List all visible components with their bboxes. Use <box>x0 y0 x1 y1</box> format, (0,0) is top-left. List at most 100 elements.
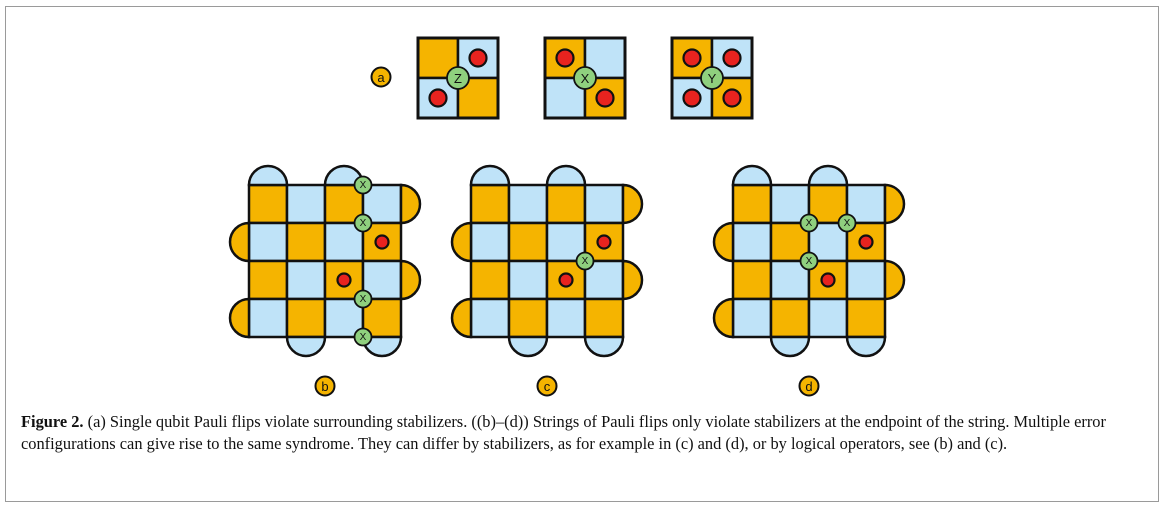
syndrome-dot <box>820 272 836 288</box>
caption-label: Figure 2. <box>21 412 84 431</box>
panel-label: b <box>314 375 336 397</box>
stabilizer-plaquette <box>731 259 773 301</box>
syndrome-dot <box>596 234 612 250</box>
syndrome-dot <box>374 234 390 250</box>
pauli-flip-marker: X <box>799 213 819 233</box>
tile-outline <box>416 36 500 120</box>
panel-label: a <box>370 66 392 88</box>
stabilizer-plaquette <box>583 183 625 225</box>
boundary-stabilizer <box>247 164 289 187</box>
boundary-stabilizer <box>450 221 473 263</box>
tile-outline <box>670 36 754 120</box>
syndrome-dot <box>682 88 702 108</box>
stabilizer-plaquette <box>285 259 327 301</box>
boundary-stabilizer <box>621 183 644 225</box>
stabilizer-plaquette <box>731 183 773 225</box>
panel-label-text: a <box>377 70 385 85</box>
stabilizer-plaquette <box>469 221 511 263</box>
stabilizer-plaquette <box>845 297 887 339</box>
panel-label-circle <box>798 375 820 397</box>
stabilizer-plaquette <box>507 183 549 225</box>
qubit-circle <box>446 66 470 90</box>
syndrome-dot <box>558 272 574 288</box>
stabilizer-plaquette <box>807 297 849 339</box>
panel-label-text: b <box>321 379 328 394</box>
stabilizer-plaquette <box>285 297 327 339</box>
pauli-flip-label: X <box>360 294 367 305</box>
pauli-flip-marker: X <box>353 213 373 233</box>
pauli-flip-label: X <box>806 218 813 229</box>
boundary-stabilizer <box>583 335 625 358</box>
pauli-flip-label: X <box>581 71 590 86</box>
pauli-flip-marker: X <box>353 289 373 309</box>
qubit-circle <box>837 213 857 233</box>
syndrome-dot <box>468 48 488 68</box>
stabilizer-plaquette <box>469 297 511 339</box>
stabilizer-plaquette <box>285 221 327 263</box>
qubit-circle <box>799 213 819 233</box>
qubit-circle <box>353 213 373 233</box>
stabilizer-plaquette <box>507 259 549 301</box>
pauli-flip-marker: X <box>575 251 595 271</box>
pauli-flip-marker: X <box>573 66 597 90</box>
stabilizer-plaquette <box>507 221 549 263</box>
figure-illustration: a Z X Y X X X Xb Xc X X Xd <box>228 36 906 397</box>
qubit-circle <box>799 251 819 271</box>
qubit-circle <box>700 66 724 90</box>
boundary-stabilizer <box>228 297 251 339</box>
boundary-stabilizer <box>883 183 906 225</box>
stabilizer-plaquette <box>845 259 887 301</box>
boundary-stabilizer <box>450 297 473 339</box>
pauli-flip-marker: X <box>353 175 373 195</box>
pauli-flip-label: X <box>582 256 589 267</box>
pauli-flip-label: X <box>360 332 367 343</box>
pauli-flip-label: X <box>360 180 367 191</box>
stabilizer-plaquette <box>247 259 289 301</box>
syndrome-dot <box>722 88 742 108</box>
boundary-stabilizer <box>712 221 735 263</box>
boundary-stabilizer <box>807 164 849 187</box>
pauli-flip-label: X <box>806 256 813 267</box>
panel-label-text: d <box>805 379 812 394</box>
boundary-stabilizer <box>285 335 327 358</box>
pauli-flip-marker: X <box>799 251 819 271</box>
figure-caption: Figure 2. (a) Single qubit Pauli flips v… <box>21 411 1146 455</box>
panel-label-circle <box>314 375 336 397</box>
syndrome-dot <box>682 48 702 68</box>
boundary-stabilizer <box>731 164 773 187</box>
stabilizer-plaquette <box>247 297 289 339</box>
qubit-circle <box>575 251 595 271</box>
syndrome-dot <box>595 88 615 108</box>
boundary-stabilizer <box>712 297 735 339</box>
boundary-stabilizer <box>769 335 811 358</box>
qubit-circle <box>353 175 373 195</box>
stabilizer-plaquette <box>545 297 587 339</box>
pauli-flip-label: Y <box>708 71 717 86</box>
panel-label: c <box>536 375 558 397</box>
caption-text: (a) Single qubit Pauli flips violate sur… <box>21 412 1106 453</box>
stabilizer-plaquette <box>731 297 773 339</box>
pauli-flip-marker: Z <box>446 66 470 90</box>
stabilizer-plaquette <box>469 259 511 301</box>
pauli-flip-label: X <box>360 218 367 229</box>
boundary-stabilizer <box>545 164 587 187</box>
syndrome-dot <box>858 234 874 250</box>
boundary-stabilizer <box>399 183 422 225</box>
boundary-stabilizer <box>469 164 511 187</box>
stabilizer-plaquette <box>545 183 587 225</box>
pauli-flip-marker: X <box>353 327 373 347</box>
stabilizer-plaquette <box>583 297 625 339</box>
stabilizer-plaquette <box>769 297 811 339</box>
pauli-flip-label: X <box>844 218 851 229</box>
panel-label-text: c <box>544 379 551 394</box>
boundary-stabilizer <box>399 259 422 301</box>
syndrome-dot <box>428 88 448 108</box>
syndrome-dot <box>555 48 575 68</box>
boundary-stabilizer <box>228 221 251 263</box>
boundary-stabilizer <box>845 335 887 358</box>
stabilizer-plaquette <box>247 221 289 263</box>
panel-label-circle <box>536 375 558 397</box>
boundary-stabilizer <box>883 259 906 301</box>
stabilizer-plaquette <box>731 221 773 263</box>
tile-outline <box>543 36 627 120</box>
